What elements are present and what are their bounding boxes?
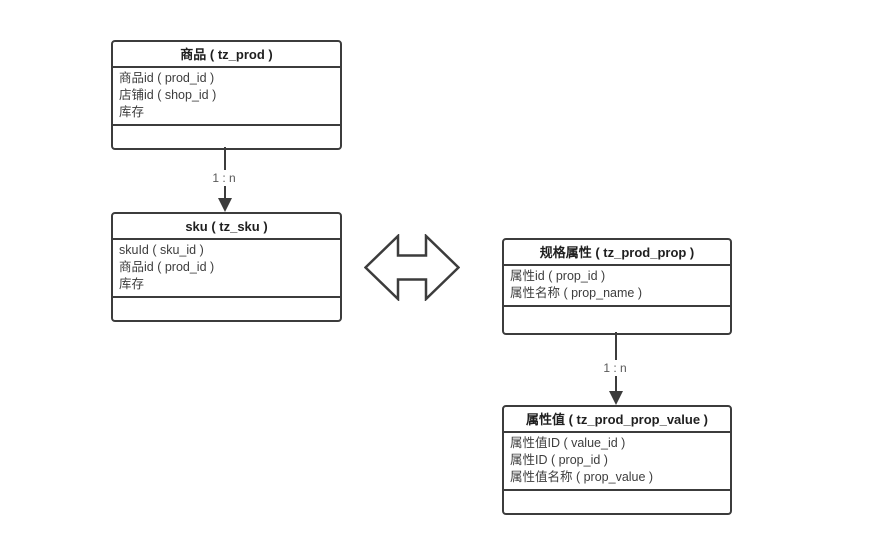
entity-footer-prod bbox=[113, 126, 340, 148]
field-value-id: 属性值ID ( value_id ) bbox=[510, 436, 626, 450]
field-sku-id: skuId ( sku_id ) bbox=[119, 243, 204, 257]
entity-table-prod-prop: 规格属性 ( tz_prod_prop ) 属性id ( prop_id ) 属… bbox=[502, 238, 732, 335]
entity-footer-prod-prop-value bbox=[504, 491, 730, 513]
field-prop-value-name: 属性值名称 ( prop_value ) bbox=[510, 470, 654, 484]
field-prop-id: 属性id ( prop_id ) bbox=[510, 269, 606, 283]
field-sku-prod-id: 商品id ( prod_id ) bbox=[119, 260, 215, 274]
entity-fields-prod-prop-value: 属性值ID ( value_id ) 属性ID ( prop_id ) 属性值名… bbox=[504, 433, 730, 491]
arrowhead-down-icon bbox=[609, 391, 623, 405]
relation-label-prod-sku: 1 : n bbox=[208, 170, 240, 186]
arrowhead-down-icon bbox=[218, 198, 232, 212]
entity-table-prod: 商品 ( tz_prod ) 商品id ( prod_id ) 店铺id ( s… bbox=[111, 40, 342, 150]
entity-fields-sku: skuId ( sku_id ) 商品id ( prod_id ) 库存 bbox=[113, 240, 340, 298]
entity-footer-prod-prop bbox=[504, 307, 730, 333]
entity-fields-prod-prop: 属性id ( prop_id ) 属性名称 ( prop_name ) bbox=[504, 266, 730, 307]
field-value-prop-id: 属性ID ( prop_id ) bbox=[510, 453, 608, 467]
field-sku-stock: 库存 bbox=[119, 277, 145, 291]
field-prod-id: 商品id ( prod_id ) bbox=[119, 71, 215, 85]
field-prop-name: 属性名称 ( prop_name ) bbox=[510, 286, 642, 300]
entity-table-prod-prop-value: 属性值 ( tz_prod_prop_value ) 属性值ID ( value… bbox=[502, 405, 732, 515]
entity-title-prod-prop: 规格属性 ( tz_prod_prop ) bbox=[504, 240, 730, 266]
field-prod-stock: 库存 bbox=[119, 105, 145, 119]
entity-fields-prod: 商品id ( prod_id ) 店铺id ( shop_id ) 库存 bbox=[113, 68, 340, 126]
entity-title-sku: sku ( tz_sku ) bbox=[113, 214, 340, 240]
double-arrow-icon bbox=[364, 234, 460, 301]
entity-table-sku: sku ( tz_sku ) skuId ( sku_id ) 商品id ( p… bbox=[111, 212, 342, 322]
relation-label-prop-value: 1 : n bbox=[599, 360, 631, 376]
entity-title-prod-prop-value: 属性值 ( tz_prod_prop_value ) bbox=[504, 407, 730, 433]
field-shop-id: 店铺id ( shop_id ) bbox=[119, 88, 217, 102]
entity-footer-sku bbox=[113, 298, 340, 320]
entity-title-prod: 商品 ( tz_prod ) bbox=[113, 42, 340, 68]
